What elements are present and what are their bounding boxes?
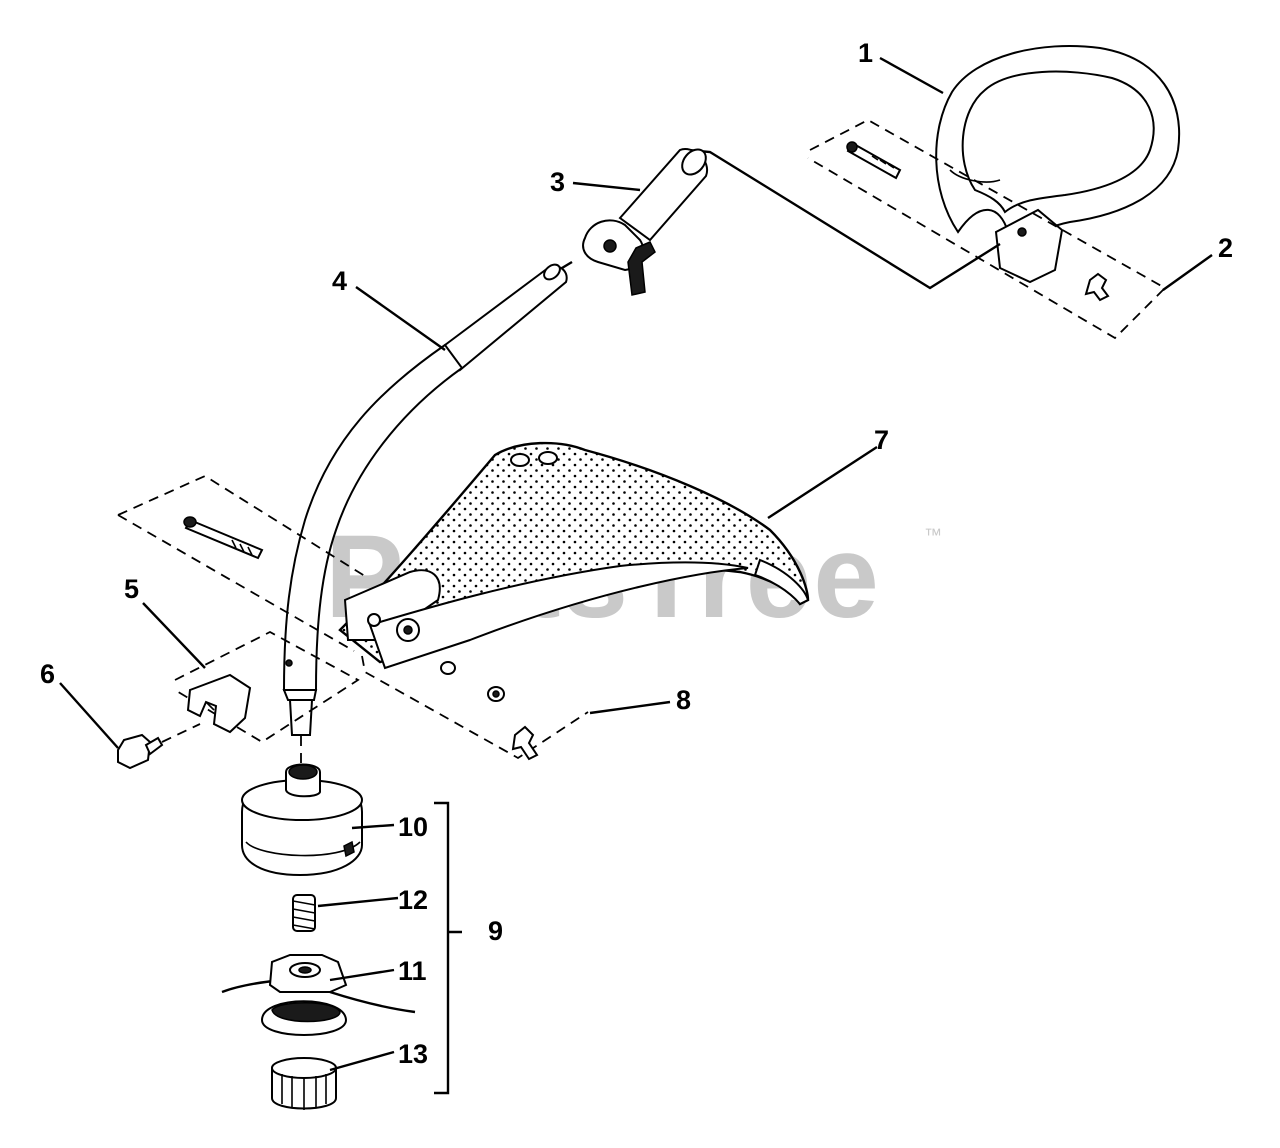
handle-hardware-box	[807, 118, 1167, 340]
callout-3: 3	[550, 167, 565, 197]
spring	[292, 894, 316, 932]
callout-9: 9	[488, 916, 503, 946]
callout-5: 5	[124, 574, 139, 604]
grass-guard	[338, 441, 810, 670]
upper-shaft	[582, 148, 1001, 296]
callout-13: 13	[398, 1039, 428, 1069]
leader-lines	[59, 56, 1213, 1072]
callout-7: 7	[874, 425, 889, 455]
callout-2: 2	[1218, 233, 1233, 263]
callout-10: 10	[398, 812, 428, 842]
callout-4: 4	[332, 266, 347, 296]
guard-hardware-box	[117, 474, 589, 761]
line-spool	[221, 954, 416, 1036]
clamp-bolt	[117, 723, 201, 770]
assembly-bracket	[434, 801, 462, 1095]
callout-6: 6	[40, 659, 55, 689]
callout-1: 1	[858, 38, 873, 68]
callout-12: 12	[398, 885, 428, 915]
bump-knob	[271, 1057, 337, 1110]
callout-8: 8	[676, 685, 691, 715]
callout-labels: 1 2 3 4 5 6 7 8 9 10 11 12 13	[40, 38, 1233, 1069]
watermark-trademark: ™	[924, 525, 942, 545]
loop-handle	[935, 45, 1181, 284]
guard-bolt	[183, 516, 264, 560]
shaft-bracket-box	[174, 630, 360, 744]
callout-11: 11	[398, 956, 427, 986]
lower-shaft	[282, 260, 573, 736]
shaft-bracket	[186, 673, 252, 734]
spool-housing	[241, 763, 363, 877]
